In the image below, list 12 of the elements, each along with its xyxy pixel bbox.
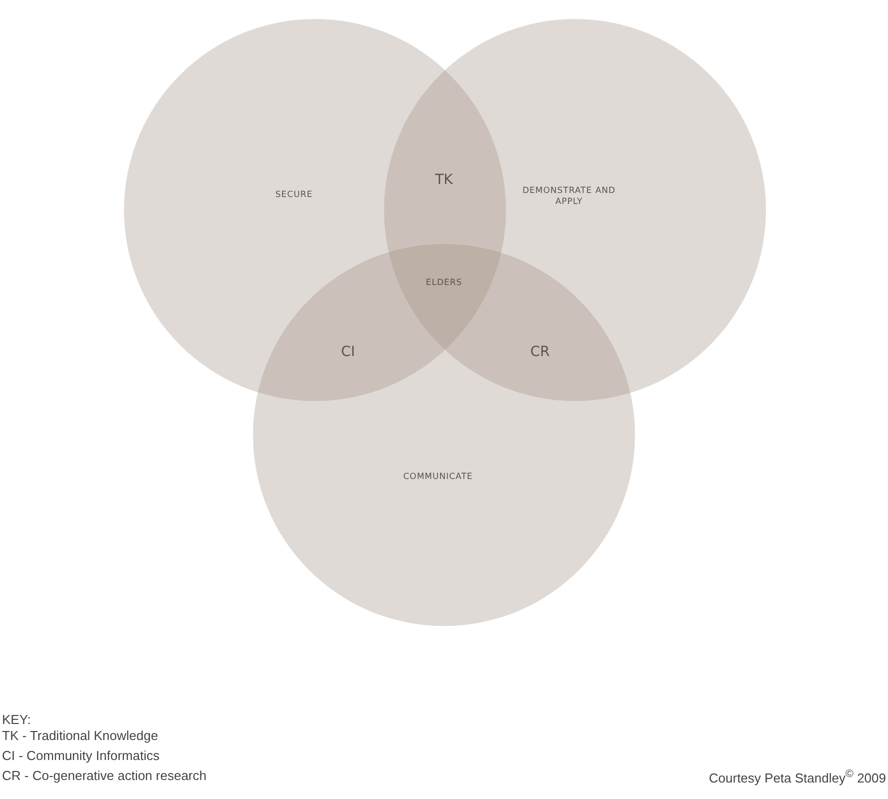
key-entry: CI - Community Informatics [2, 748, 160, 763]
region-label: CI [341, 344, 355, 360]
credit-text: Courtesy Peta Standley$^{©}$ 2009 [708, 768, 886, 786]
key-entry: TK - Traditional Knowledge [2, 728, 158, 743]
key-entry: CR - Co-generative action research [2, 768, 206, 783]
region-label: CR [530, 344, 550, 360]
circle-label: DEMONSTRATE AND APPLY [521, 186, 617, 208]
circle-label: COMMUNICATE [402, 472, 474, 484]
key-heading: KEY: [2, 712, 31, 727]
region-label: TK [435, 172, 453, 188]
circle-label: SECURE [274, 190, 314, 202]
region-label: ELDERS [426, 278, 462, 288]
